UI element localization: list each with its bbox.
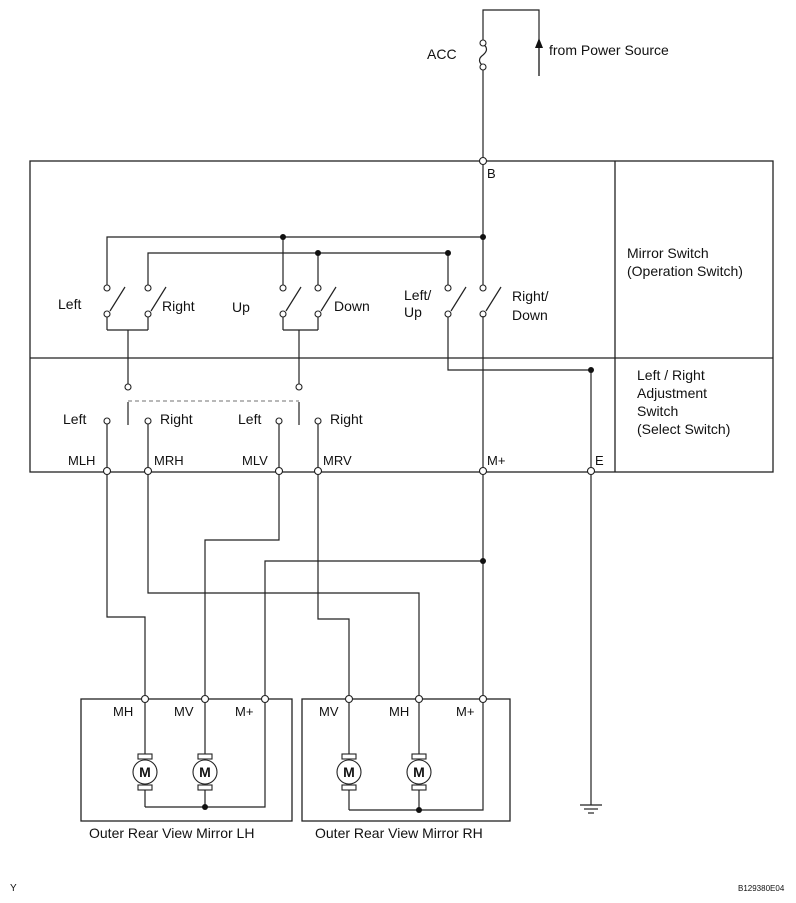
fuse-label: ACC [427, 46, 457, 62]
label-down: Down [334, 298, 370, 314]
select-switch-title-1: Left / Right [637, 367, 705, 383]
switch-down [314, 284, 337, 318]
label-left-up-1: Left/ [404, 287, 431, 303]
label-right-down-2: Down [512, 307, 548, 323]
switch-right [144, 284, 167, 318]
svg-text:M: M [139, 764, 151, 780]
switch-assembly: Mirror Switch (Operation Switch) Left / … [29, 160, 774, 473]
fuse-icon [477, 39, 489, 71]
footer-left-mark: Y [10, 883, 17, 894]
terminal-mlh: MLH [68, 453, 95, 468]
mirror-lh: MH MV M+ M M Outer Rear View Mirror LH [80, 698, 293, 841]
rh-mv-label: MV [319, 704, 339, 719]
label-left: Left [58, 296, 81, 312]
select-switch-title-2: Adjustment [637, 385, 707, 401]
power-source-label: from Power Source [549, 42, 669, 58]
label-right: Right [162, 298, 195, 314]
ground-icon [580, 804, 602, 814]
label-right-down-1: Right/ [512, 288, 549, 304]
terminal-mplus: M+ [487, 453, 505, 468]
mirror-rh: MV MH M+ M M Outer Rear View Mirror RH [301, 698, 511, 841]
lh-motor-1: M [132, 753, 158, 791]
switch-up [279, 284, 302, 318]
lh-motor-2: M [192, 753, 218, 791]
mirror-switch-title-2: (Operation Switch) [627, 263, 743, 279]
rh-mh-label: MH [389, 704, 409, 719]
harness-wiring [106, 316, 592, 805]
terminal-e: E [595, 453, 604, 468]
select-label-left-b: Left [238, 411, 261, 427]
footer-code: B129380E04 [738, 884, 785, 893]
terminal-mrv: MRV [323, 453, 352, 468]
rh-motor-2: M [406, 753, 432, 791]
svg-text:M: M [199, 764, 211, 780]
mirror-switch-title-1: Mirror Switch [627, 245, 709, 261]
svg-text:M: M [343, 764, 355, 780]
lh-mh-label: MH [113, 704, 133, 719]
select-label-right-a: Right [160, 411, 193, 427]
label-left-up-2: Up [404, 304, 422, 320]
lh-mplus-label: M+ [235, 704, 253, 719]
select-label-left-a: Left [63, 411, 86, 427]
terminal-mrh: MRH [154, 453, 184, 468]
operation-switch-wiring [106, 160, 591, 387]
terminal-b: B [487, 166, 496, 181]
lh-mv-label: MV [174, 704, 194, 719]
select-switch-wiring [103, 383, 322, 425]
svg-text:M: M [413, 764, 425, 780]
rh-motor-1: M [336, 753, 362, 791]
mirror-rh-name: Outer Rear View Mirror RH [315, 825, 483, 841]
mirror-lh-name: Outer Rear View Mirror LH [89, 825, 254, 841]
select-label-right-b: Right [330, 411, 363, 427]
switch-right-down [479, 284, 502, 318]
select-switch-title-3: Switch [637, 403, 678, 419]
terminal-circles [102, 156, 596, 704]
power-source: ACC from Power Source [427, 9, 669, 160]
switch-left [103, 284, 126, 318]
rh-mplus-label: M+ [456, 704, 474, 719]
label-up: Up [232, 299, 250, 315]
select-switch-title-4: (Select Switch) [637, 421, 730, 437]
switch-left-up [444, 284, 467, 318]
terminal-mlv: MLV [242, 453, 268, 468]
junction-dots [202, 234, 594, 813]
